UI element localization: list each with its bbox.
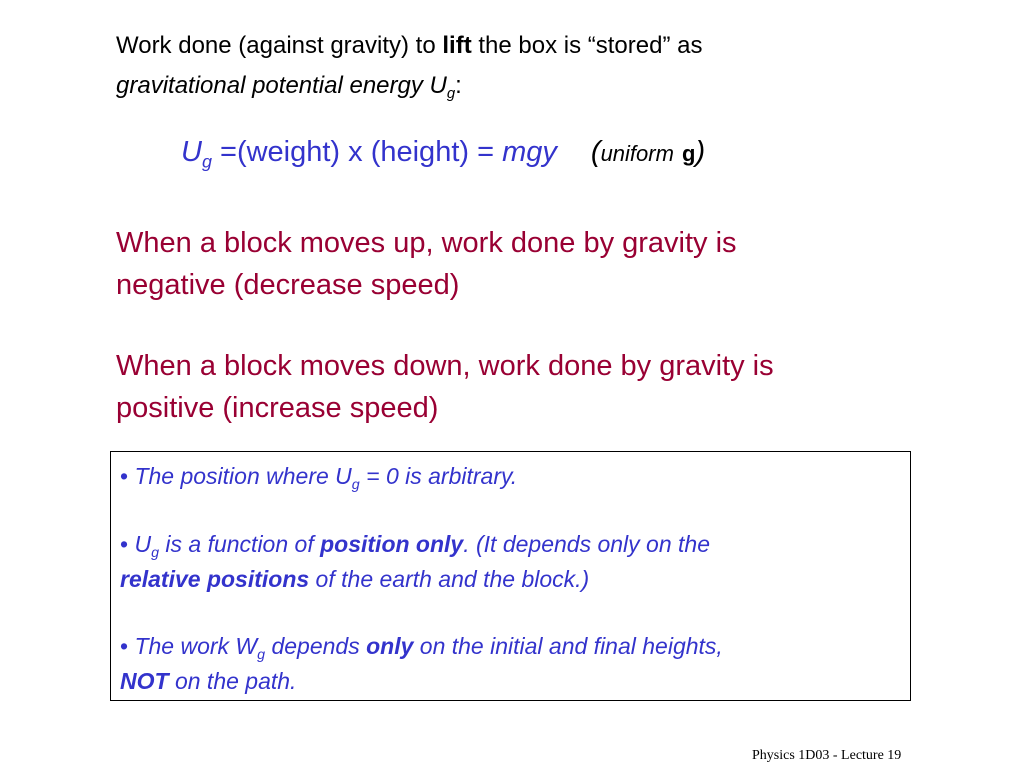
statement-up-line-2: negative (decrease speed) [116, 269, 460, 301]
formula-symbol: U [181, 136, 202, 168]
b1-text-1: The position where U [134, 463, 352, 489]
bullet-position-only: • Ug is a function of position only. (It… [120, 527, 900, 597]
b2-text-1: is a function of [159, 531, 321, 557]
bullet-mark: • [120, 633, 129, 659]
b3-sub: g [257, 646, 266, 663]
b2-symbol: U [134, 531, 152, 557]
b2-bold-1: position only [320, 531, 464, 557]
formula-result: mgy [502, 136, 557, 168]
b3-text-1: The work W [134, 633, 258, 659]
statement-up-line-1: When a block moves up, work done by grav… [116, 227, 737, 259]
potential-energy-formula: Ug =(weight) x (height) = mgy (uniform g) [181, 132, 881, 174]
statement-down-line-2: positive (increase speed) [116, 392, 439, 424]
formula-note: (uniform g) [591, 136, 705, 168]
statement-moving-down: When a block moves down, work done by gr… [116, 345, 916, 429]
bullet-mark: • [120, 531, 129, 557]
intro-bold-lift: lift [442, 32, 472, 59]
b1-sub: g [351, 476, 360, 493]
b3-text-4: on the path. [168, 668, 297, 694]
b2-text-2: . (It depends only on the [463, 531, 710, 557]
formula-note-open: ( [590, 136, 601, 168]
b2-text-3: of the earth and the block.) [309, 566, 590, 592]
bullet-arbitrary-zero: • The position where Ug = 0 is arbitrary… [120, 459, 900, 494]
intro-italic-term: gravitational potential energy U [116, 72, 447, 99]
intro-colon: : [455, 72, 462, 99]
formula-note-bold: g [681, 141, 696, 166]
statement-moving-up: When a block moves up, work done by grav… [116, 222, 916, 306]
intro-line-1: Work done (against gravity) to lift the … [116, 26, 896, 66]
statement-down-line-1: When a block moves down, work done by gr… [116, 350, 774, 382]
intro-suffix: the box is “stored” as [471, 32, 703, 59]
slide-footer: Physics 1D03 - Lecture 19 [752, 748, 902, 763]
intro-subscript: g [446, 86, 456, 103]
intro-text: Work done (against gravity) to lift the … [116, 26, 896, 106]
key-points-box: • The position where Ug = 0 is arbitrary… [110, 451, 911, 701]
b3-text-3: on the initial and final heights, [413, 633, 723, 659]
bullet-path-independence: • The work Wg depends only on the initia… [120, 629, 900, 699]
formula-note-word: uniform [600, 141, 674, 166]
b3-bold-2: NOT [120, 668, 169, 694]
formula-equals-text: =(weight) x (height) = [211, 136, 503, 168]
b1-text-2: = 0 is arbitrary. [359, 463, 518, 489]
intro-line-2: gravitational potential energy Ug: [116, 66, 896, 106]
b3-text-2: depends [265, 633, 367, 659]
b2-sub: g [151, 544, 160, 561]
bullet-mark: • [120, 463, 129, 489]
b2-bold-2: relative positions [120, 566, 310, 592]
b3-bold-1: only [366, 633, 414, 659]
intro-prefix: Work done (against gravity) to [116, 32, 443, 59]
formula-symbol-sub: g [201, 151, 212, 172]
formula-note-close: ) [695, 136, 706, 168]
